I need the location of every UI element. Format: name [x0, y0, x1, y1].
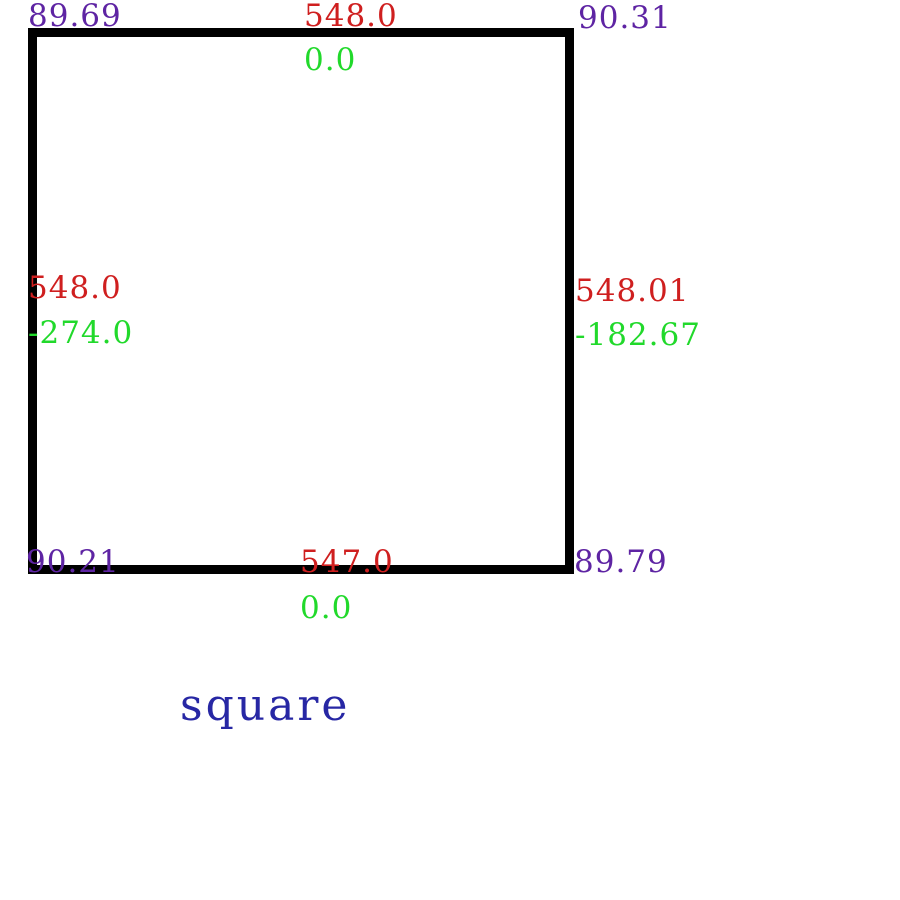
bottom-right-angle-label: 89.79: [574, 544, 668, 580]
top-right-angle-label: 90.31: [578, 0, 672, 36]
top-side-length-label: 548.0: [304, 0, 398, 34]
shape-name-label: square: [180, 680, 351, 731]
bottom-side-offset-label: 0.0: [300, 590, 353, 626]
left-side-length-label: 548.0: [28, 270, 122, 306]
left-side-offset-label: -274.0: [28, 315, 134, 351]
top-left-angle-label: 89.69: [28, 0, 122, 34]
right-side-length-label: 548.01: [575, 273, 690, 309]
right-side-offset-label: -182.67: [575, 317, 701, 353]
square-outline: [28, 28, 574, 574]
top-side-offset-label: 0.0: [304, 42, 357, 78]
bottom-side-length-label: 547.0: [300, 544, 394, 580]
bottom-left-angle-label: 90.21: [26, 544, 120, 580]
